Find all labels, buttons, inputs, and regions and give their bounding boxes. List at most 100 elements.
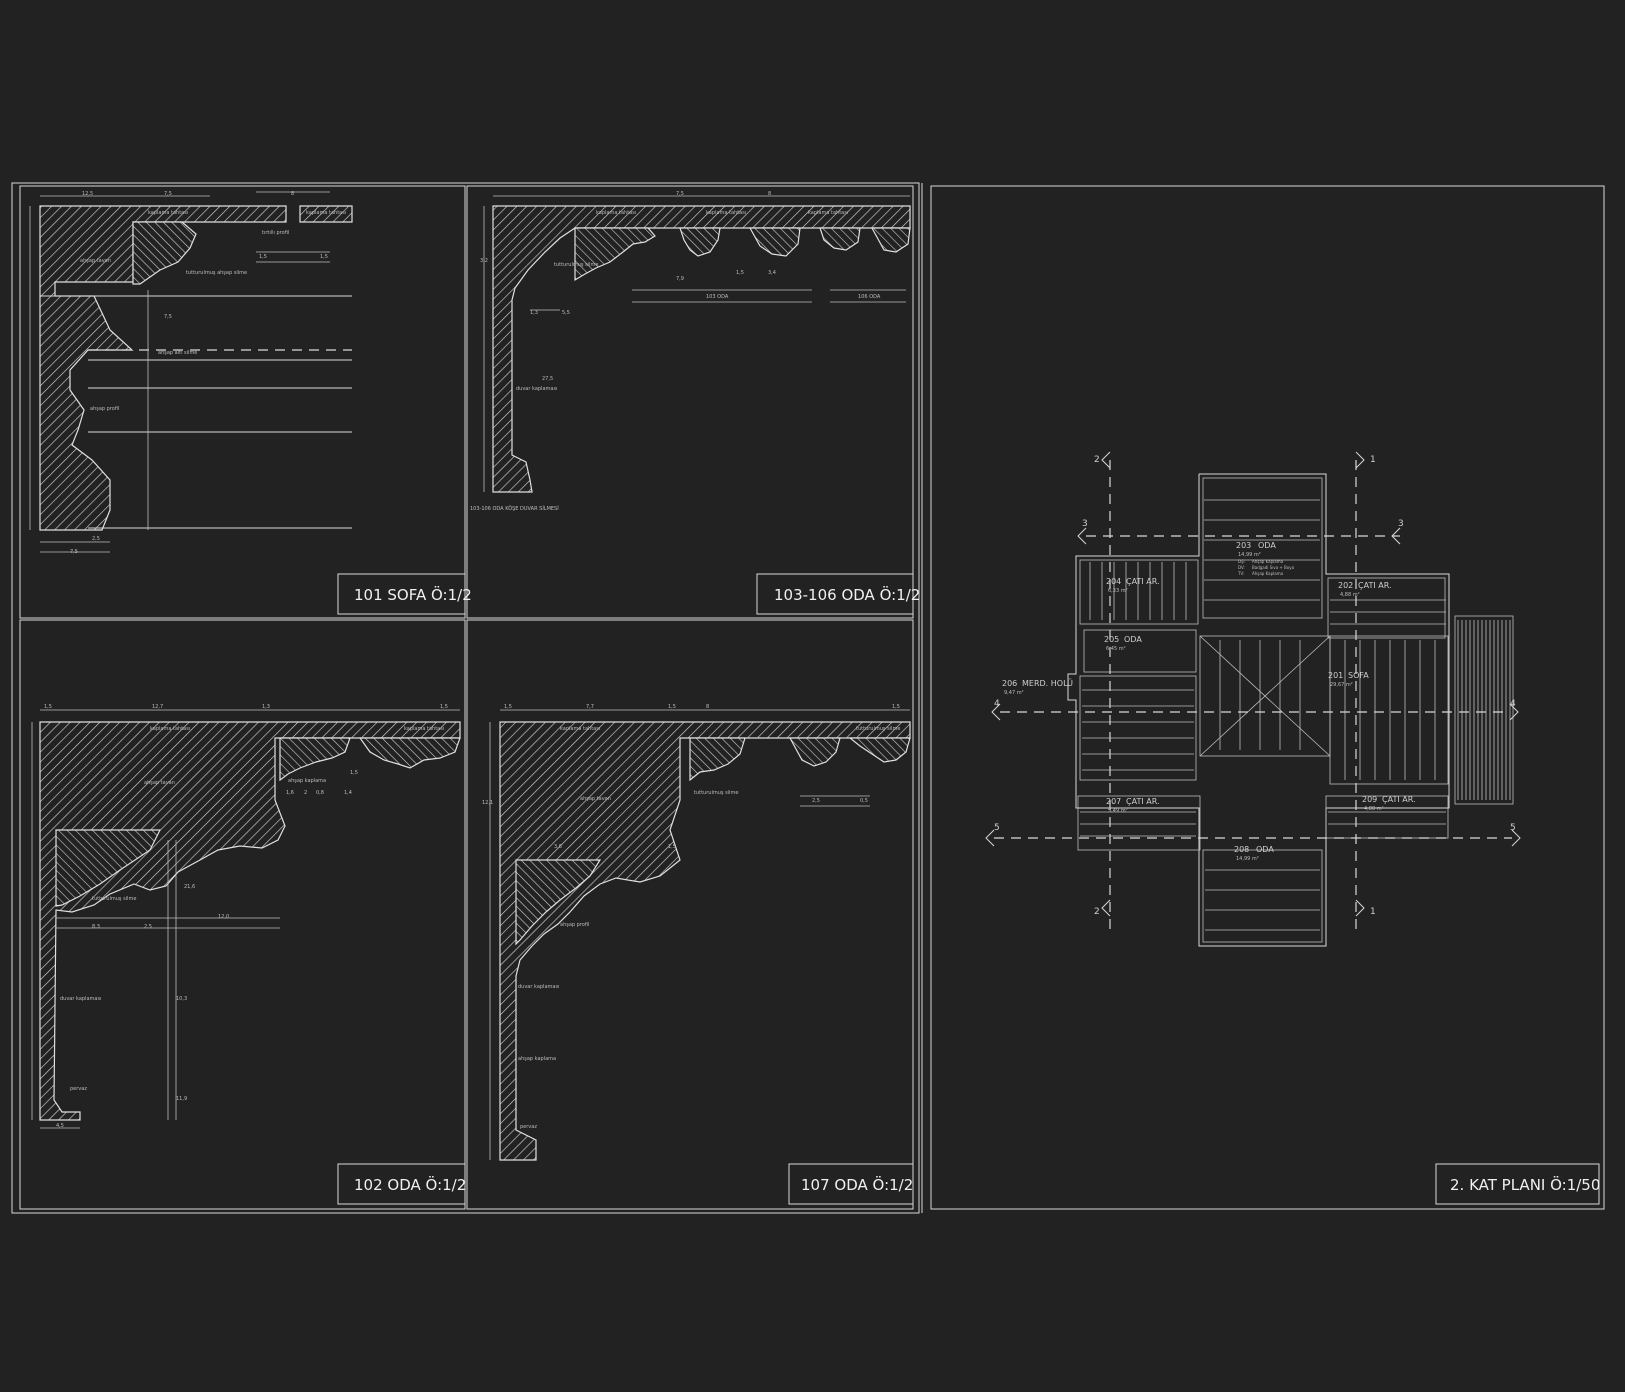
room-209-no: 209 [1362,795,1377,804]
detail-107-oda: ahşap kaplama kaplama tahtası ahşap tava… [482,704,914,1205]
dim-101-4: 1,5 [320,254,328,260]
room-201-name: SOFA [1348,671,1369,680]
dim-107-2: 1,5 [668,704,676,710]
label-102-2: ahşap tavan [144,780,175,786]
label-107-0: ahşap kaplama [518,1056,556,1062]
dim-101-6: 2,5 [92,536,100,542]
dim-103-8: 3,2 [480,258,488,264]
label-101-6: ahşap profil [90,406,119,412]
dim-102-7: 0,8 [316,790,324,796]
dim-102-15: 4,5 [56,1123,64,1129]
finish-2: Ahşap Kaplama [1252,571,1284,576]
section-mark-2: 2 [1094,455,1100,465]
finish-1: Badgadi Sıva + Boya [1252,565,1295,570]
label-101-1: kaplama tahtası [306,210,346,216]
section-mark-5: 3 [1398,519,1404,529]
room-206-no: 206 [1002,679,1017,688]
title-box-plan [1435,1163,1600,1205]
section-mark-6: 4 [994,699,1000,709]
detail-103-106-oda: kaplama tahtası kaplama tahtası kaplama … [470,191,920,615]
dim-102-5: 1,6 [286,790,294,796]
dim-102-14: 11,9 [176,1096,187,1102]
dim-102-8: 1,4 [344,790,352,796]
title-box-107 [788,1163,914,1205]
dim-102-9: 8,3 [92,924,100,930]
finish-legend: DŞ: Ahşap Kaplama DV: Badgadi Sıva + Boy… [1237,559,1295,576]
dim-107-9: 1,5 [668,844,676,850]
dim-107-4: 1,5 [892,704,900,710]
room-204-area: 6,33 m² [1108,588,1128,594]
label-103-6: 106 ODA [858,294,881,300]
room-206-name: MERD. HOLÜ [1022,678,1073,688]
room-207-area: 5,49 m² [1108,808,1128,814]
room-206-area: 9,47 m² [1004,690,1024,696]
label-107-5: ahşap profil [560,922,589,928]
dim-107-0: 1,5 [504,704,512,710]
label-103-4: duvar kaplaması [516,386,557,392]
title-box-102 [337,1163,466,1205]
title-107: 107 ODA Ö:1/2 [801,1175,913,1194]
dim-107-3: 8 [706,704,709,710]
dim-103-2: 7,9 [676,276,684,282]
dim-102-1: 12,7 [152,704,163,710]
dim-103-7: 27,5 [542,376,553,382]
label-101-4: tutturulmuş ahşap silme [186,270,247,276]
label-102-0: duvar kaplaması [60,996,101,1002]
label-103-5: 103 ODA [706,294,729,300]
room-201-no: 201 [1328,671,1343,680]
label-103-3: tutturulmuş silme [554,262,598,268]
detail-102-oda: duvar kaplaması kaplama tahtası ahşap ta… [31,704,466,1205]
room-203-no: 203 [1236,541,1251,550]
dim-102-13: 10,3 [176,996,187,1002]
finish-0: Ahşap Kaplama [1252,559,1284,564]
label-101-5: ahşap altı silme [158,350,197,356]
finish-code-0: DŞ: [1238,559,1245,564]
dim-102-2: 1,3 [262,704,270,710]
dim-107-7: 12,1 [482,800,493,806]
dim-103-1: 8 [768,191,771,197]
dim-101-2: 8 [291,191,294,197]
label-101-0: kaplama tahtası [148,210,188,216]
floor-boards [1080,499,1446,931]
section-mark-0: 1 [1370,455,1376,465]
dim-101-0: 12,5 [82,191,93,197]
room-208-area: 14,99 m² [1236,856,1259,862]
floor-plan-2nd: 1 1 2 2 3 3 4 4 5 5 203 ODA 14,99 m² 204… [985,451,1600,1205]
dim-103-4: 3,4 [768,270,776,276]
title-103: 103-106 ODA Ö:1/2 [774,585,920,604]
room-205-name: ODA [1124,635,1142,644]
dim-102-3: 1,5 [440,704,448,710]
label-102-3: kaplama tahtası [404,726,444,732]
dim-101-3: 1,5 [259,254,267,260]
label-102-4: tutturulmuş silme [92,896,136,902]
room-204-no: 204 [1106,577,1121,586]
label-103-7: 103-106 ODA KÖŞE DUVAR SİLMESİ [470,505,559,512]
finish-code-2: TV: [1237,571,1244,576]
title-102: 102 ODA Ö:1/2 [354,1175,466,1194]
label-103-1: kaplama tahtası [706,210,746,216]
dim-107-6: 0,5 [860,798,868,804]
label-107-2: ahşap tavan [580,796,611,802]
dim-103-6: 1,3 [530,310,538,316]
title-101: 101 SOFA Ö:1/2 [354,585,472,604]
label-102-5: ahşap kaplama [288,778,326,784]
room-209-area: 4,88 m² [1364,806,1384,812]
label-107-7: pervaz [520,1124,537,1130]
title-box-101 [337,573,466,615]
dim-102-10: 2,5 [144,924,152,930]
label-101-2: ahşap tavan [80,258,111,264]
room-205-area: 6,45 m² [1106,646,1126,652]
dim-107-5: 2,5 [812,798,820,804]
room-208-name: ODA [1256,845,1274,854]
room-207-no: 207 [1106,797,1121,806]
dim-102-11: 12,0 [218,914,229,920]
dim-101-7: 7,5 [70,549,78,555]
dim-107-8: 3,6 [554,844,562,850]
room-207-name: ÇATI AR. [1126,797,1160,806]
dim-102-0: 1,5 [44,704,52,710]
room-202-name: ÇATI AR. [1358,581,1392,590]
label-102-6: pervaz [70,1086,87,1092]
room-209-name: ÇATI AR. [1382,795,1416,804]
dim-103-5: 5,5 [562,310,570,316]
room-201-area: 29,67 m² [1330,682,1353,688]
